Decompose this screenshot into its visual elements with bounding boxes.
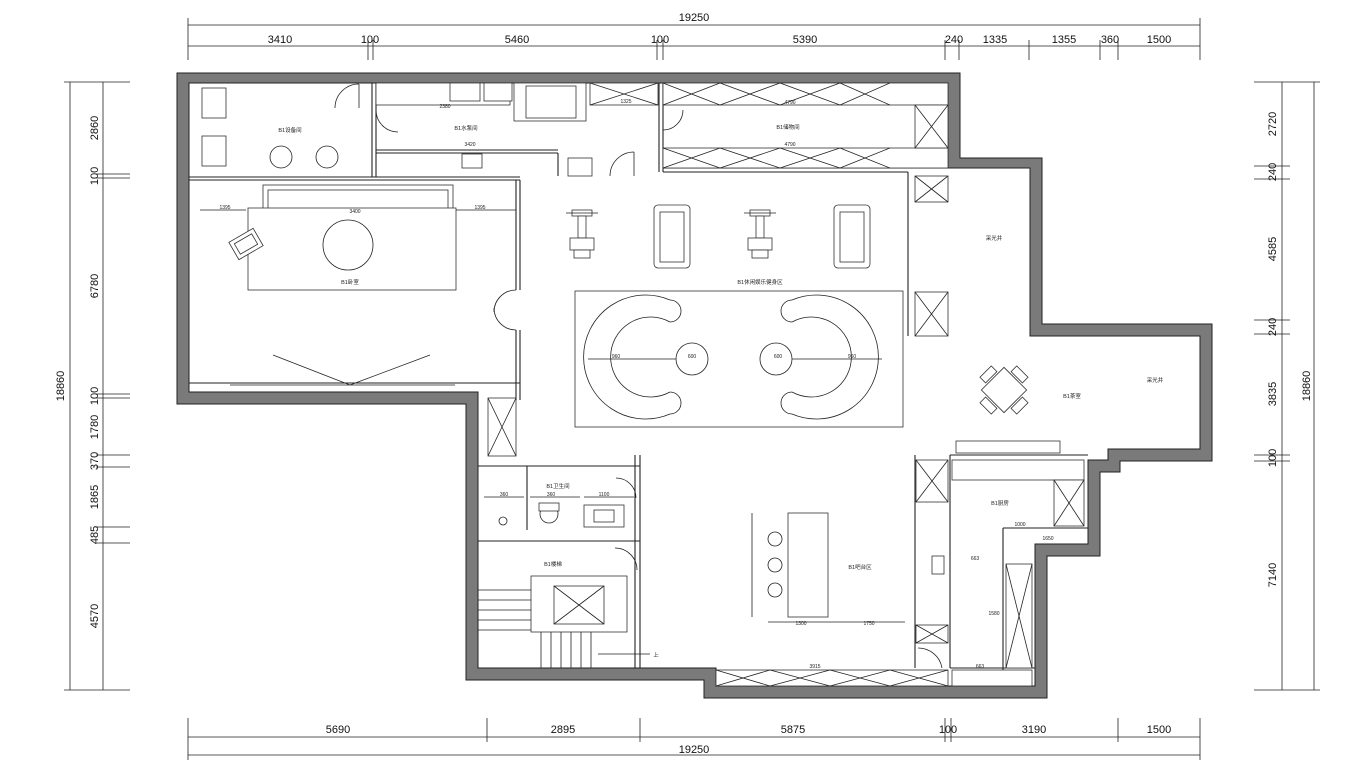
left-dim-3: 6780 (89, 274, 101, 298)
left-dim-4: 100 (89, 387, 101, 405)
bottom-cabinets: 3915 663 (715, 664, 1033, 687)
corridor-column (487, 397, 517, 457)
right-dim-3: 4585 (1267, 237, 1279, 261)
top-dim-1: 3410 (268, 34, 292, 46)
top-total-dimension: 19250 (679, 12, 710, 24)
up-label: 上 (653, 651, 659, 659)
svg-text:1750: 1750 (863, 621, 874, 627)
equipment-room-label: B1设备间 (278, 126, 301, 134)
tea-room-label: B1茶室 (1063, 392, 1081, 400)
bottom-dim-3: 5875 (781, 724, 805, 736)
svg-text:600: 600 (688, 354, 697, 360)
right-dim-6: 100 (1267, 449, 1279, 467)
skylight-2-label: 采光井 (1147, 376, 1164, 384)
right-dim-1: 2720 (1267, 112, 1279, 136)
top-dim-7: 1335 (983, 34, 1007, 46)
right-total-dimension: 18860 (1301, 371, 1313, 402)
bedroom-fixtures: 1395 3400 1395 (200, 184, 517, 386)
left-dim-1: 2860 (89, 116, 101, 140)
svg-text:1395: 1395 (219, 205, 230, 211)
svg-text:3420: 3420 (464, 142, 475, 148)
stairs-label: B1楼梯 (544, 560, 562, 568)
top-dim-8: 1355 (1052, 34, 1076, 46)
svg-text:4790: 4790 (784, 142, 795, 148)
top-dim-5: 5390 (793, 34, 817, 46)
svg-text:1395: 1395 (474, 205, 485, 211)
bar-area-label: B1吧台区 (848, 563, 872, 571)
lounge-sofa-area: 960 600 600 960 (574, 290, 904, 428)
tea-room-fixtures (979, 365, 1029, 415)
top-dim-9: 360 (1101, 34, 1119, 46)
bottom-dim-5: 3190 (1022, 724, 1046, 736)
left-dim-5: 1780 (89, 415, 101, 439)
left-dim-2: 100 (89, 167, 101, 185)
top-dimension-lines (187, 18, 1201, 60)
skylight-1-fixtures (914, 175, 949, 337)
water-pump-room-fixtures: 2380 3420 (375, 82, 587, 169)
left-dim-6: 370 (89, 452, 101, 470)
svg-text:1650: 1650 (1042, 536, 1053, 542)
skylight-1-label: 采光井 (986, 234, 1003, 242)
top-dim-6: 240 (945, 34, 963, 46)
bottom-dimension-lines (187, 718, 1201, 760)
svg-text:663: 663 (971, 556, 980, 562)
bar-fixtures: 1300 1750 (751, 512, 905, 627)
water-pump-room-label: B1水泵间 (454, 124, 477, 132)
right-dim-2: 240 (1267, 163, 1279, 181)
svg-text:360: 360 (547, 492, 556, 498)
svg-text:960: 960 (848, 354, 857, 360)
left-dim-8: 485 (89, 526, 101, 544)
svg-text:1325: 1325 (620, 99, 631, 105)
svg-text:1100: 1100 (599, 492, 610, 498)
bottom-total-dimension: 19250 (679, 744, 710, 756)
top-dim-10: 1500 (1147, 34, 1171, 46)
left-dim-7: 1865 (89, 485, 101, 509)
right-dim-4: 240 (1267, 318, 1279, 336)
equipment-room-fixtures (201, 83, 360, 169)
bathroom-fixtures: 360 360 1100 (484, 477, 637, 528)
right-dim-7: 7140 (1267, 563, 1279, 587)
kitchen-label: B1厨房 (991, 499, 1009, 507)
top-dim-4: 100 (651, 34, 669, 46)
bottom-dim-1: 5690 (326, 724, 350, 736)
svg-text:960: 960 (612, 354, 621, 360)
top-dim-2: 100 (361, 34, 379, 46)
svg-text:3400: 3400 (349, 209, 360, 215)
bedroom-label: B1卧室 (341, 278, 359, 286)
bathroom-label: B1卫生间 (546, 482, 569, 490)
right-dimension-lines (1254, 81, 1320, 691)
interior-walls (189, 83, 1088, 686)
left-total-dimension: 18860 (55, 371, 67, 402)
left-dimension-lines (64, 81, 130, 691)
left-dim-9: 4570 (89, 604, 101, 628)
svg-text:4790: 4790 (784, 100, 795, 106)
bottom-dim-2: 2895 (551, 724, 575, 736)
storage-room-label: B1储物间 (776, 123, 799, 131)
top-dim-3: 5460 (505, 34, 529, 46)
storage-room-fixtures: 1325 4790 4790 (589, 82, 949, 169)
bottom-dim-4: 100 (939, 724, 957, 736)
svg-text:2380: 2380 (439, 104, 450, 110)
svg-text:1000: 1000 (1014, 522, 1025, 528)
gym-equipment (566, 204, 871, 269)
bottom-dim-6: 1500 (1147, 724, 1171, 736)
svg-text:1300: 1300 (795, 621, 806, 627)
stairs (478, 547, 650, 668)
leisure-area-label: B1休闲娱乐健身区 (737, 278, 783, 286)
svg-text:1580: 1580 (988, 611, 999, 617)
svg-text:3915: 3915 (809, 664, 820, 670)
kitchen-fixtures: 1000 663 1650 1580 (915, 440, 1085, 669)
right-dim-5: 3835 (1267, 382, 1279, 406)
svg-text:360: 360 (500, 492, 509, 498)
corridor-door (567, 151, 635, 177)
svg-text:600: 600 (774, 354, 783, 360)
svg-text:663: 663 (976, 664, 985, 670)
